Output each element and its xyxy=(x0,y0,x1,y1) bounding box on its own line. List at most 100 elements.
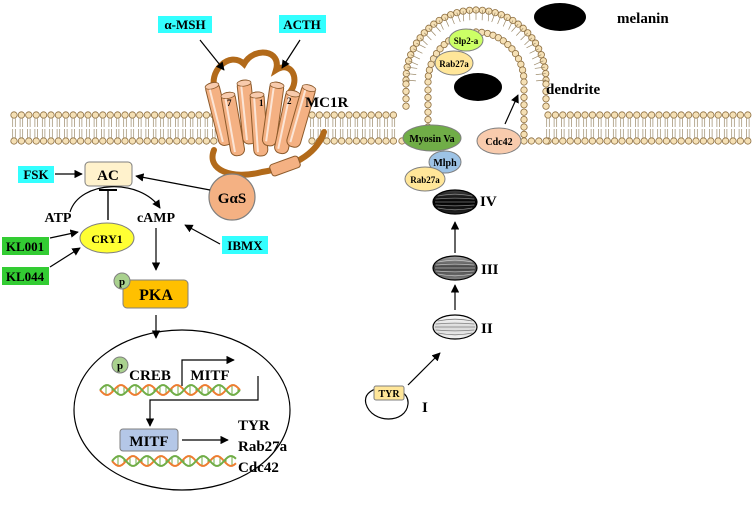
lipid-head xyxy=(715,112,721,118)
gas-to-ac-arrow xyxy=(136,176,210,190)
lipid-tail xyxy=(650,129,653,138)
lipid-head xyxy=(521,131,527,137)
lipid-head xyxy=(137,112,143,118)
lipid-head xyxy=(405,58,411,64)
lipid-head xyxy=(338,112,344,118)
lipid-head xyxy=(536,138,542,144)
lipid-head xyxy=(375,138,381,144)
lipid-head xyxy=(700,112,706,118)
lipid-head xyxy=(519,67,525,73)
lipid-tail xyxy=(658,129,661,138)
target-cdc42: Cdc42 xyxy=(238,460,279,476)
lipid-tail xyxy=(710,118,713,127)
lipid-head xyxy=(48,138,54,144)
lipid-head xyxy=(543,103,549,109)
lipid-head xyxy=(331,112,337,118)
lipid-tail xyxy=(547,118,550,127)
lipid-tail xyxy=(724,129,727,138)
lipid-tail xyxy=(643,129,646,138)
ibmx-label: IBMX xyxy=(227,238,263,253)
lipid-head xyxy=(353,112,359,118)
lipid-head xyxy=(196,138,202,144)
lipid-tail xyxy=(355,118,358,127)
mitf-gene-label: MITF xyxy=(190,368,229,384)
lipid-tail xyxy=(131,118,134,127)
lipid-head xyxy=(648,138,654,144)
lipid-tail xyxy=(525,38,532,45)
lipid-head xyxy=(589,112,595,118)
lipid-head xyxy=(129,138,135,144)
dna-strand-upper xyxy=(100,385,240,395)
lipid-tail xyxy=(116,118,119,127)
lipid-tail xyxy=(355,129,358,138)
lipid-tail xyxy=(377,118,380,127)
lipid-tail xyxy=(732,118,735,127)
lipid-head xyxy=(648,112,654,118)
cry1-label: CRY1 xyxy=(91,232,123,246)
lipid-tail xyxy=(109,129,112,138)
lipid-head xyxy=(390,112,396,118)
lipid-head xyxy=(107,138,113,144)
lipid-tail xyxy=(717,118,720,127)
lipid-tail xyxy=(124,129,127,138)
lipid-head xyxy=(521,102,527,108)
lipid-head xyxy=(174,138,180,144)
kl001-arrow xyxy=(50,232,78,238)
lipid-tail xyxy=(198,118,201,127)
cdc42-label: Cdc42 xyxy=(485,137,512,148)
fsk-label: FSK xyxy=(23,167,49,182)
lipid-head xyxy=(604,138,610,144)
lipid-head xyxy=(114,112,120,118)
lipid-head xyxy=(18,138,24,144)
lipid-tail xyxy=(613,118,616,127)
lipid-head xyxy=(560,112,566,118)
stage-ii-label: II xyxy=(481,321,493,337)
lipid-tail xyxy=(340,118,343,127)
lipid-tail xyxy=(429,28,436,35)
lipid-head xyxy=(700,138,706,144)
lipid-head xyxy=(425,109,431,115)
lipid-head xyxy=(634,138,640,144)
lipid-tail xyxy=(35,118,38,127)
lipid-tail xyxy=(205,129,208,138)
lipid-head xyxy=(567,138,573,144)
lipid-head xyxy=(77,138,83,144)
rab27a-upper-label: Rab27a xyxy=(439,59,469,69)
kl001-label: KL001 xyxy=(6,239,44,254)
lipid-tail xyxy=(94,129,97,138)
lipid-tail xyxy=(680,118,683,127)
kl044-arrow xyxy=(50,248,80,267)
lipid-tail xyxy=(42,129,45,138)
lipid-tail xyxy=(79,118,82,127)
lipid-tail xyxy=(57,118,60,127)
pka-label: PKA xyxy=(139,287,173,304)
lipid-head xyxy=(137,138,143,144)
lipid-head xyxy=(708,112,714,118)
lipid-head xyxy=(737,112,743,118)
melanin-granule-dendrite xyxy=(454,73,502,101)
lipid-head xyxy=(390,138,396,144)
lipid-head xyxy=(521,94,527,100)
lipid-tail xyxy=(739,118,742,127)
lipid-tail xyxy=(569,118,572,127)
lipid-tail xyxy=(139,118,142,127)
lipid-tail xyxy=(72,118,75,127)
lipid-tail xyxy=(658,118,661,127)
lipid-tail xyxy=(109,118,112,127)
lipid-head xyxy=(338,138,344,144)
lipid-tail xyxy=(628,129,631,138)
lipid-tail xyxy=(702,129,705,138)
lipid-head xyxy=(528,138,534,144)
lipid-head xyxy=(203,112,209,118)
lipid-head xyxy=(85,138,91,144)
lipid-tail xyxy=(392,129,395,138)
lipid-head xyxy=(567,112,573,118)
lipid-tail xyxy=(665,129,668,138)
acth-label: ACTH xyxy=(283,17,321,32)
lipid-tail xyxy=(28,129,31,138)
lipid-tail xyxy=(124,118,127,127)
mlph-label: Mlph xyxy=(433,158,457,169)
lipid-head xyxy=(626,138,632,144)
lipid-tail xyxy=(732,129,735,138)
